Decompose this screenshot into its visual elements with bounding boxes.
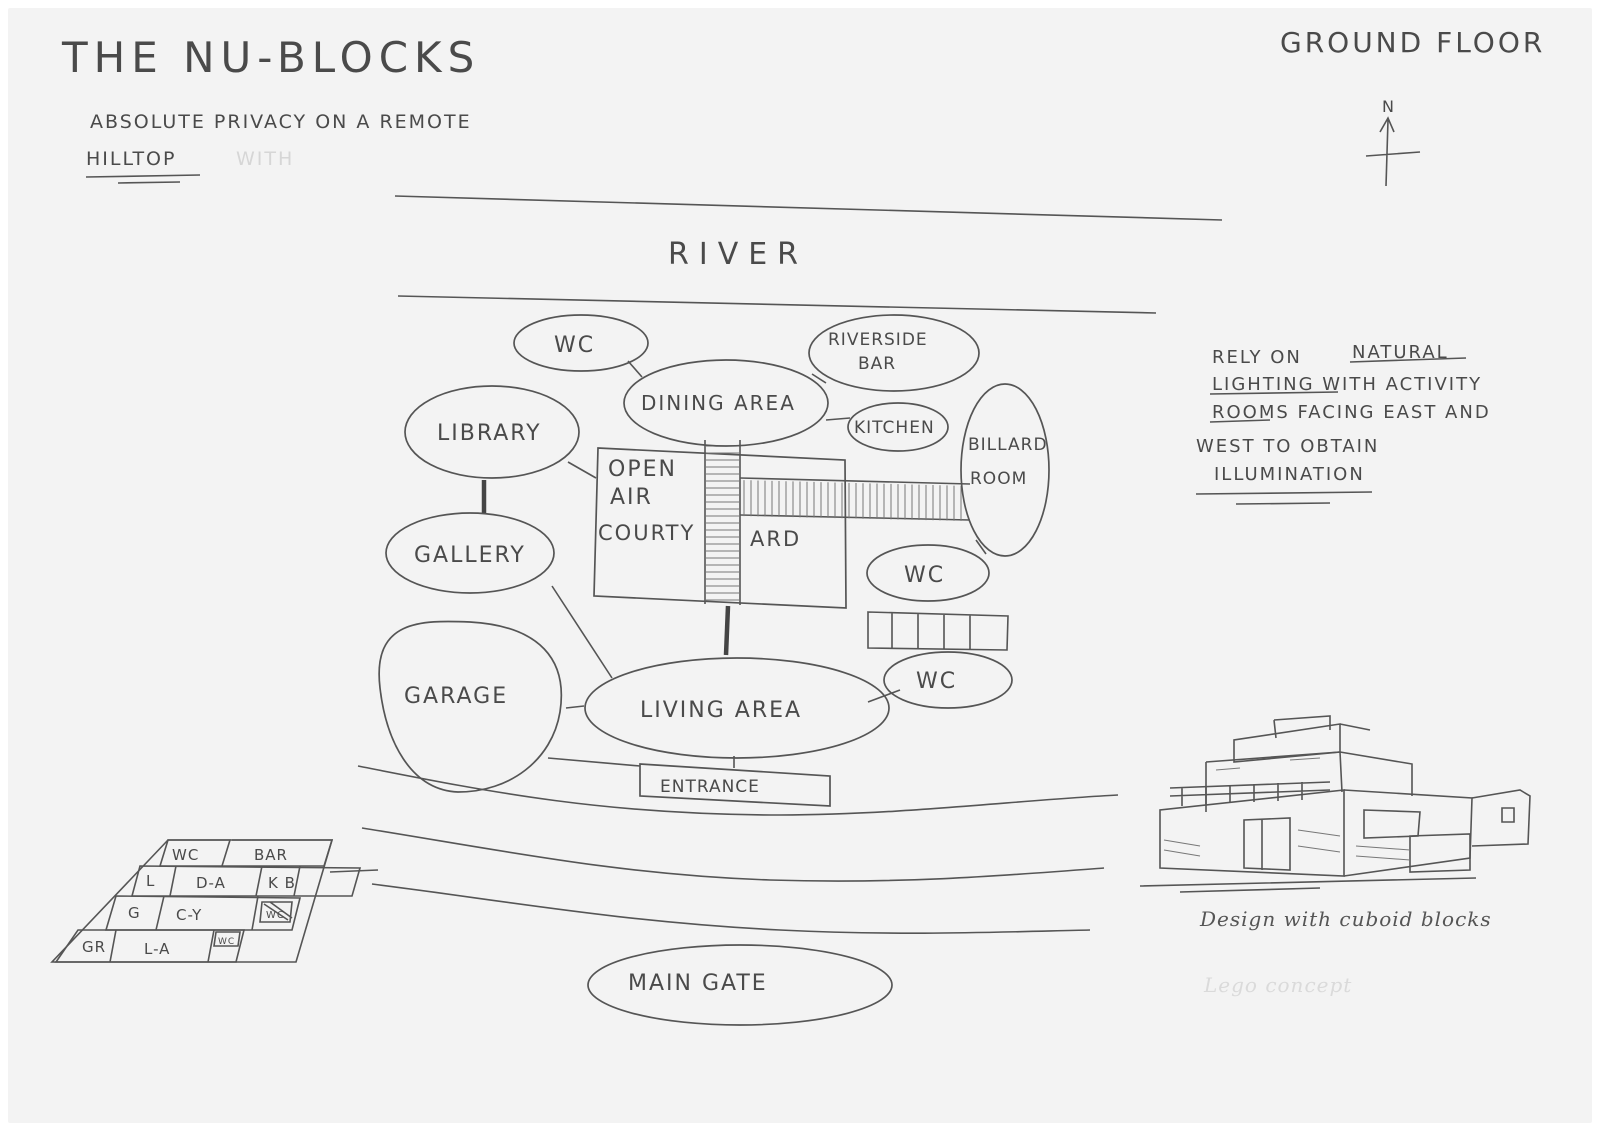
steps-block [867,611,1009,651]
dining-area-label: DINING AREA [641,391,796,415]
connector-bar-dining [811,373,827,384]
gallery-bubble [385,512,555,594]
note-lighting-underline [1209,391,1339,395]
library-bubble [404,385,580,479]
river-label: RIVER [668,237,808,272]
connector-billard-wc [975,539,987,555]
walkway-vertical [704,440,741,605]
title: THE NU-BLOCKS [61,33,480,82]
riverside-bar-bubble [808,314,980,392]
garage-label: GARAGE [404,684,508,709]
connector-kitchen-dining [825,417,851,421]
courtyard-label-3: COURTY [598,521,695,545]
mini-la: L-A [144,940,170,958]
mini-da: D-A [196,874,226,892]
wc-bottom-label: WC [916,669,957,694]
connector-library-courtyard [567,461,597,479]
connector-wc-dining [627,360,643,378]
billard-label-2: ROOM [970,469,1027,489]
wc-top-label: WC [554,333,595,358]
main-gate-label: MAIN GATE [628,971,768,996]
mini-wr: WC [266,910,285,921]
subtitle-line1: ABSOLUTE PRIVACY ON A REMOTE [90,111,472,133]
paper [8,8,1592,1123]
gallery-label: GALLERY [414,543,526,568]
kitchen-label: KITCHEN [854,418,935,438]
note-rooms-underline [1209,419,1271,423]
living-area-label: LIVING AREA [640,698,802,723]
connector-courtyard-living [723,605,731,656]
north-label: N [1382,97,1396,116]
courtyard-label-4: ARD [750,527,801,551]
mini-block-plan: WC BAR L D-A K B G C-Y WC GR L-A WC [50,839,379,963]
billard-label-1: BILLARD [968,435,1048,455]
mini-l: L [146,872,155,890]
note-natural-underline [1349,357,1467,363]
walkway-horizontal [739,477,971,521]
mini-cy: C-Y [176,906,202,924]
note-illumination-underline [1195,491,1373,505]
road-line-2 [361,827,1105,882]
note-line1a: RELY ON [1212,347,1302,368]
dining-area-bubble [623,359,829,447]
wc-right-label: WC [904,563,945,588]
hilltop-underline [85,174,201,184]
subtitle-faint: WITH [236,148,294,170]
connector-garage-entrance [547,757,641,767]
billard-room-bubble [960,383,1050,557]
mini-gr: GR [82,938,106,956]
entrance-box [639,763,831,807]
mini-wc: WC [172,846,199,864]
note-line3: ROOMS FACING EAST AND [1212,402,1491,423]
mini-bar: BAR [254,846,288,864]
connector-gallery-living [551,585,613,679]
mini-wc2: WC [218,937,235,947]
main-gate-bubble [587,944,893,1026]
road-line-3 [371,883,1091,934]
entrance-label: ENTRANCE [660,777,760,797]
note-line2: LIGHTING WITH ACTIVITY [1212,374,1482,395]
building-caption: Design with cuboid blocks [1199,907,1492,931]
living-area-bubble [584,657,890,759]
north-arrow-icon: N [1365,97,1421,187]
connector-garage-living [565,705,585,709]
building-caption-faint: Lego concept [1203,973,1352,997]
courtyard-box [593,447,847,609]
note-line1b: NATURAL [1352,342,1449,363]
courtyard-label-2: AIR [610,485,653,510]
kitchen-bubble [847,402,949,452]
subtitle-hilltop: HILLTOP [86,148,176,170]
river-bank-bottom [397,295,1157,314]
wc-right-bubble [866,544,990,602]
library-label: LIBRARY [437,421,542,446]
building-perspective-sketch [1139,715,1531,893]
wc-top-bubble [513,314,649,372]
note-line4: WEST TO OBTAIN [1196,436,1379,457]
riverside-bar-label-2: BAR [858,354,896,374]
note-line5: ILLUMINATION [1214,464,1365,485]
mini-kb: K B [268,874,296,892]
courtyard-label-1: OPEN [608,457,677,482]
river-bank-top [394,195,1223,221]
floor-label: GROUND FLOOR [1280,26,1545,59]
road-line-1 [357,765,1119,816]
mini-g: G [128,904,141,922]
wc-bottom-bubble [883,651,1013,709]
riverside-bar-label-1: RIVERSIDE [828,330,928,350]
